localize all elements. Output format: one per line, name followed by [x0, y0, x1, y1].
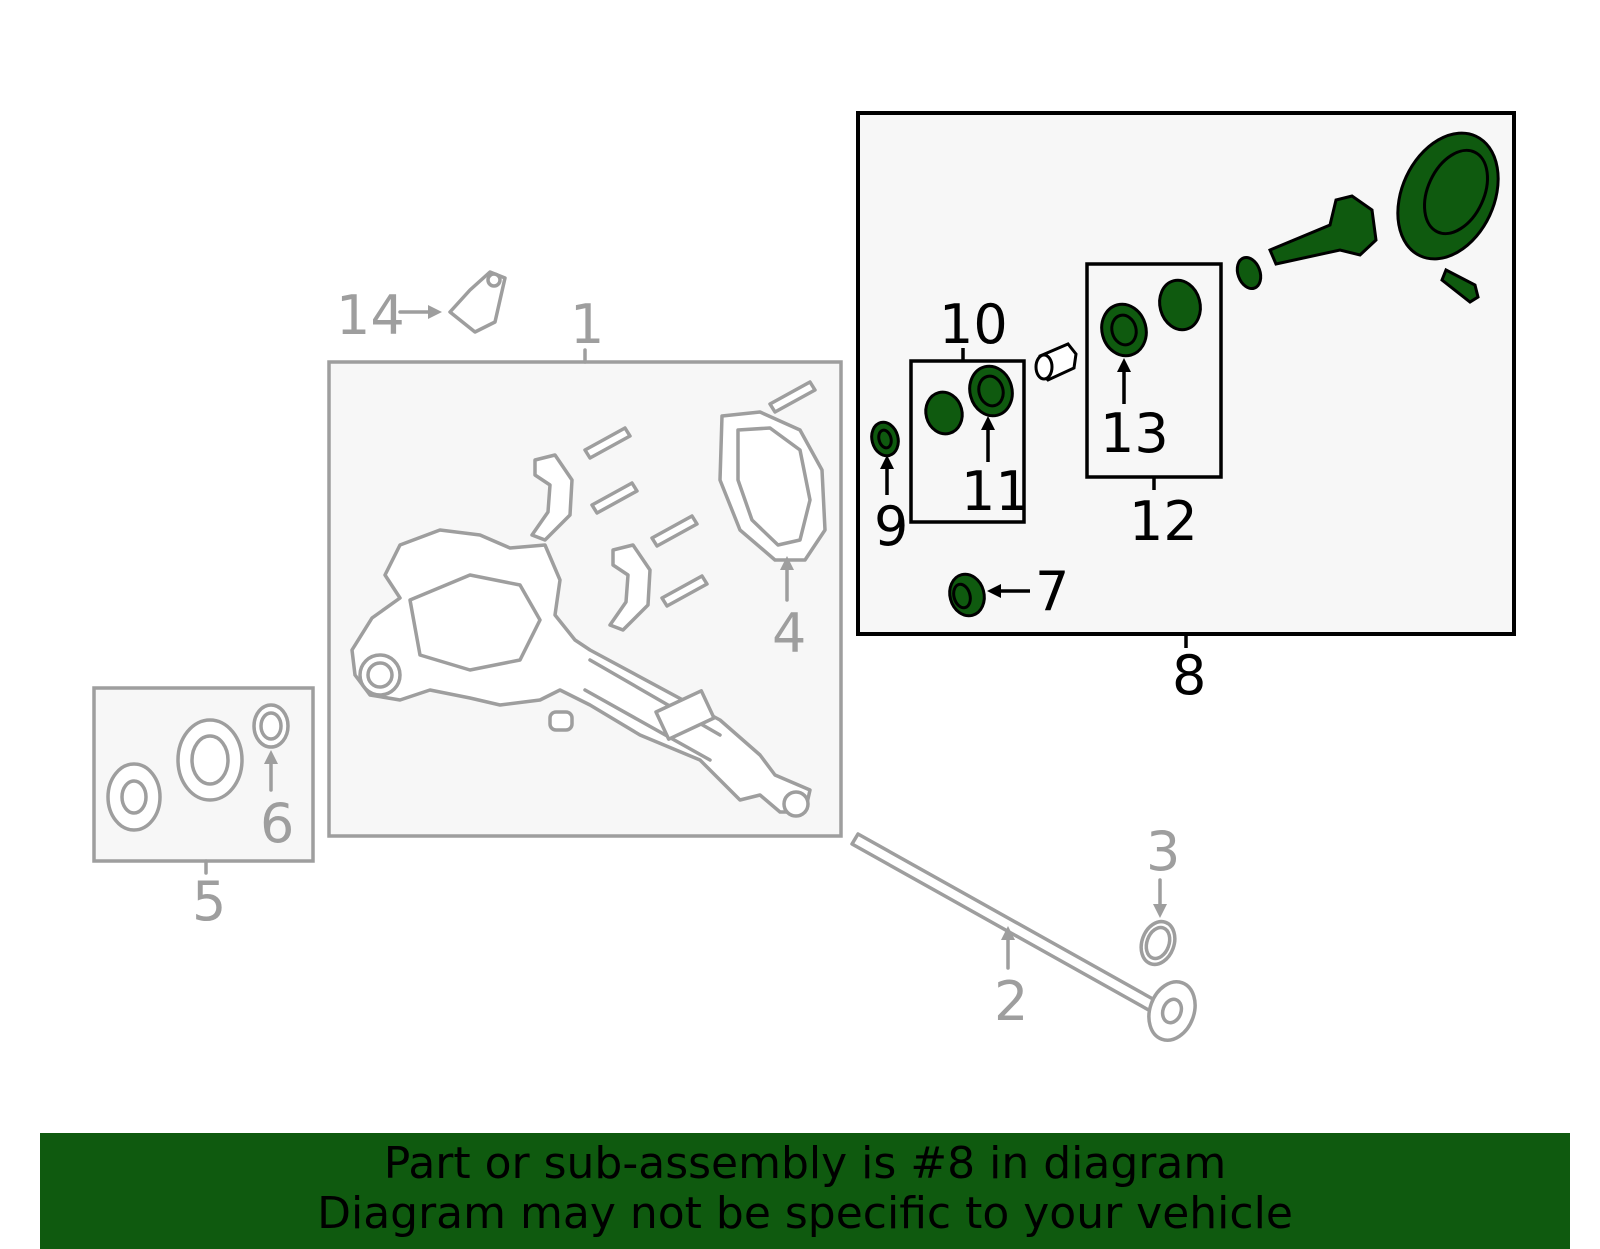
pinion-opening — [358, 653, 402, 697]
part-13-bearing-inner — [1110, 313, 1138, 347]
callout-3[interactable]: 3 — [1146, 820, 1180, 883]
part-2-3-group: 2 3 — [850, 820, 1197, 1042]
housing-detail — [408, 573, 542, 672]
cap-bolts — [583, 380, 817, 608]
pinion-seal — [176, 718, 244, 802]
pinion-seal-inner — [190, 734, 230, 786]
part-6-ring-inner — [259, 711, 283, 741]
callout-9[interactable]: 9 — [874, 495, 908, 558]
bolt-2 — [590, 481, 639, 515]
callout-11-arrowhead — [981, 416, 995, 430]
assembly-1-group: 1 — [327, 293, 843, 838]
pinion-washer — [1235, 256, 1263, 290]
assembly-8-group: 8 12 13 10 — [856, 111, 1516, 707]
bearing-cap-upper — [530, 453, 574, 542]
part-11-bearing-cup-inner — [977, 374, 1005, 408]
ring-gear-bolt — [1440, 267, 1480, 304]
part-9-shim — [870, 420, 900, 458]
sensor-hole — [486, 272, 502, 288]
banner-line-1: Part or sub-assembly is #8 in diagram — [383, 1138, 1227, 1189]
callout-1[interactable]: 1 — [570, 293, 604, 356]
part-7-bearing-inner — [952, 582, 972, 610]
callout-11[interactable]: 11 — [961, 460, 1030, 523]
notice-banner: Part or sub-assembly is #8 in diagram Di… — [40, 1133, 1570, 1249]
part-9-shim-inner — [877, 428, 893, 450]
banner-line-2: Diagram may not be specific to your vehi… — [317, 1188, 1293, 1239]
callout-6[interactable]: 6 — [260, 792, 294, 855]
axle-seal-ring — [1139, 919, 1177, 967]
callout-2-arrowhead — [1001, 926, 1015, 940]
housing-plug — [548, 710, 574, 732]
callout-4[interactable]: 4 — [772, 602, 806, 665]
callout-6-arrowhead — [264, 750, 278, 764]
axle-tube-end — [782, 790, 810, 818]
callout-4-arrowhead — [780, 556, 794, 570]
housing-bracket — [654, 689, 716, 741]
sensor-part-14 — [448, 270, 507, 334]
bolt-1 — [583, 426, 632, 460]
ring-gear — [1396, 131, 1500, 261]
callout-7[interactable]: 7 — [1035, 560, 1069, 623]
crush-sleeve-end — [1034, 353, 1054, 381]
callout-3-arrowhead — [1153, 904, 1167, 918]
callout-8[interactable]: 8 — [1172, 644, 1206, 707]
callout-12[interactable]: 12 — [1129, 490, 1198, 553]
bolt-5 — [768, 380, 817, 414]
pinion-bearing-cone — [1158, 278, 1202, 332]
part-6-ring — [252, 703, 290, 749]
callout-13-arrowhead — [1117, 358, 1131, 372]
bolt-3 — [650, 514, 699, 548]
part-11-bearing-cup — [968, 364, 1014, 418]
axle-shaft-flange — [1147, 980, 1197, 1042]
carrier-bearing-cone — [924, 390, 964, 436]
bearing-cap-lower — [608, 543, 652, 632]
callout-5[interactable]: 5 — [192, 870, 226, 933]
callout-14-arrowhead — [428, 305, 442, 319]
bolt-4 — [660, 574, 709, 608]
assembly-5-group: 5 6 — [92, 686, 315, 933]
pinion-gear — [1268, 194, 1378, 266]
callout-9-arrowhead — [880, 455, 894, 469]
axle-seal-ring-inner — [1144, 925, 1172, 961]
ring-gear-inner — [1423, 148, 1489, 236]
part-13-bearing — [1100, 302, 1148, 358]
callout-14[interactable]: 14 — [336, 284, 405, 347]
flange-center — [120, 779, 148, 815]
diff-cover-inner — [736, 426, 812, 547]
flange — [106, 762, 162, 832]
axle-housing-drawing — [350, 528, 812, 818]
assembly-10-box — [909, 359, 1026, 524]
callout-13[interactable]: 13 — [1100, 402, 1169, 465]
pinion-opening-inner — [366, 661, 394, 689]
axle-flange-center — [1160, 997, 1184, 1025]
callout-10[interactable]: 10 — [939, 293, 1008, 356]
part-14-group: 14 — [336, 270, 507, 347]
callout-7-arrowhead — [987, 584, 1001, 598]
callout-2[interactable]: 2 — [994, 970, 1028, 1033]
